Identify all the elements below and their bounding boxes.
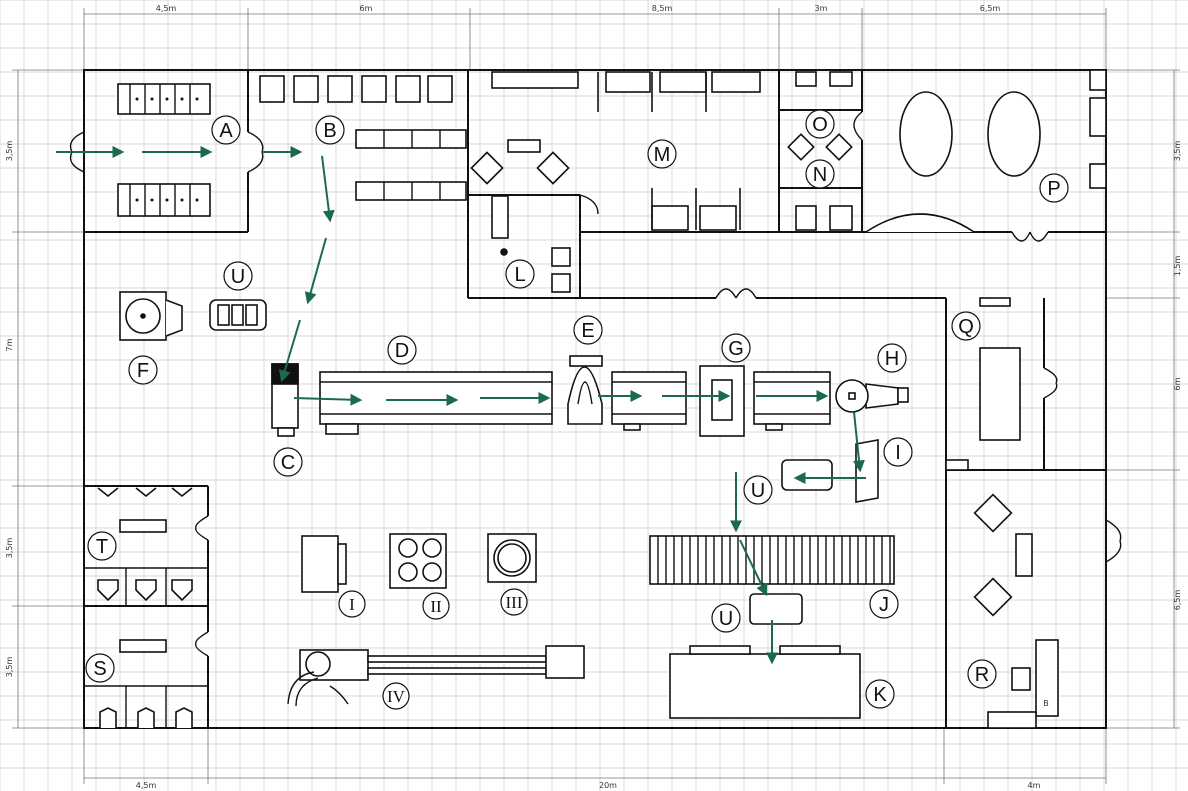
- shelf-dividers-room-b: [383, 130, 441, 200]
- zone-label-u-top: U: [231, 266, 245, 288]
- dim-left-1: 3,5m: [5, 141, 14, 162]
- zone-label-k: K: [873, 684, 887, 706]
- zone-label-t: T: [96, 536, 108, 558]
- zone-label-r: R: [975, 664, 989, 686]
- unit-u-middle: [781, 459, 833, 491]
- zone-label-o: O: [812, 114, 828, 136]
- roller-lines: [657, 536, 891, 584]
- furniture-room-r: [973, 493, 1059, 729]
- dim-left-4: 3,5m: [5, 657, 14, 678]
- zone-label-u-lower: U: [719, 608, 733, 630]
- conveyor-g: [611, 365, 831, 437]
- unit-u-top: [209, 299, 267, 331]
- machine-h: [835, 379, 909, 413]
- desks-room-m: [491, 71, 761, 231]
- zone-labels: A B C D E F G H I J K L M N O P Q R S T …: [85, 109, 1069, 709]
- equipment-label-iii: III: [506, 593, 523, 612]
- office-furniture-room-l: [470, 139, 571, 293]
- material-flow-arrows: [56, 146, 866, 665]
- zone-label-s: S: [93, 658, 106, 680]
- dim-left-3: 3,5m: [5, 538, 14, 559]
- dim-top-5: 6,5m: [980, 4, 1001, 13]
- dim-top-4: 3m: [815, 4, 828, 13]
- machine-roman-i: [301, 535, 347, 593]
- machine-f: [119, 291, 183, 341]
- lockers-room-a: [117, 83, 211, 217]
- machine-k: [669, 645, 861, 719]
- zone-label-p: P: [1047, 178, 1060, 200]
- furniture-rooms-on: [787, 71, 853, 231]
- storage-bins-room-b: [259, 75, 467, 201]
- dim-right-3: 6m: [1173, 377, 1182, 390]
- conference-table-room-q: [945, 297, 1021, 471]
- dim-bottom-3: 4m: [1028, 781, 1041, 790]
- locker-dots: [135, 97, 199, 202]
- zone-label-b: B: [323, 120, 336, 142]
- zone-label-a: A: [219, 120, 233, 142]
- machine-i-right: [855, 439, 879, 503]
- zone-label-g: G: [728, 338, 744, 360]
- zone-label-q: Q: [958, 316, 974, 338]
- equipment-label-ii: II: [430, 597, 442, 616]
- dim-top-1: 4,5m: [156, 4, 177, 13]
- zone-label-i: I: [895, 442, 901, 464]
- cabinet-label: B: [1043, 699, 1049, 708]
- dim-bottom-1: 4,5m: [136, 781, 157, 790]
- zone-label-m: M: [654, 144, 671, 166]
- dim-left-2: 7m: [5, 338, 14, 351]
- machine-roman-iii: [487, 533, 537, 583]
- dim-bottom-2: 20m: [599, 781, 617, 790]
- zone-label-c: C: [281, 452, 295, 474]
- machine-roman-ii: [389, 533, 447, 589]
- locker-dividers: [129, 84, 191, 216]
- machine-roman-iv: [287, 645, 585, 707]
- dim-top-3: 8,5m: [652, 4, 673, 13]
- zone-label-d: D: [395, 340, 409, 362]
- zone-label-l: L: [514, 264, 525, 286]
- zone-label-h: H: [885, 348, 899, 370]
- meeting-tables-room-p: [865, 69, 1107, 233]
- dim-right-4: 6,5m: [1173, 590, 1182, 611]
- zone-label-f: F: [137, 360, 149, 382]
- dimension-labels: 4,5m 6m 8,5m 3m 6,5m 4,5m 20m 4m 3,5m 7m…: [5, 4, 1182, 790]
- equipment-label-i: I: [349, 595, 355, 614]
- dim-right-1: 3,5m: [1173, 141, 1182, 162]
- zone-label-n: N: [813, 164, 827, 186]
- equipment-labels: I II III IV: [338, 588, 528, 710]
- machine-e: [567, 355, 603, 425]
- equipment-label-iv: IV: [387, 687, 406, 706]
- zone-label-j: J: [879, 594, 889, 616]
- dimension-lines: [12, 8, 1180, 784]
- dim-top-2: 6m: [360, 4, 373, 13]
- zone-label-u-middle: U: [751, 480, 765, 502]
- dim-right-2: 1,5m: [1173, 256, 1182, 277]
- conveyor-d: [319, 371, 553, 435]
- unit-u-lower: [749, 593, 803, 625]
- zone-label-e: E: [581, 320, 594, 342]
- fixtures-rooms-ts: [97, 487, 193, 728]
- machine-c: [271, 363, 299, 437]
- walls: [83, 69, 1107, 729]
- doors: [69, 111, 1122, 657]
